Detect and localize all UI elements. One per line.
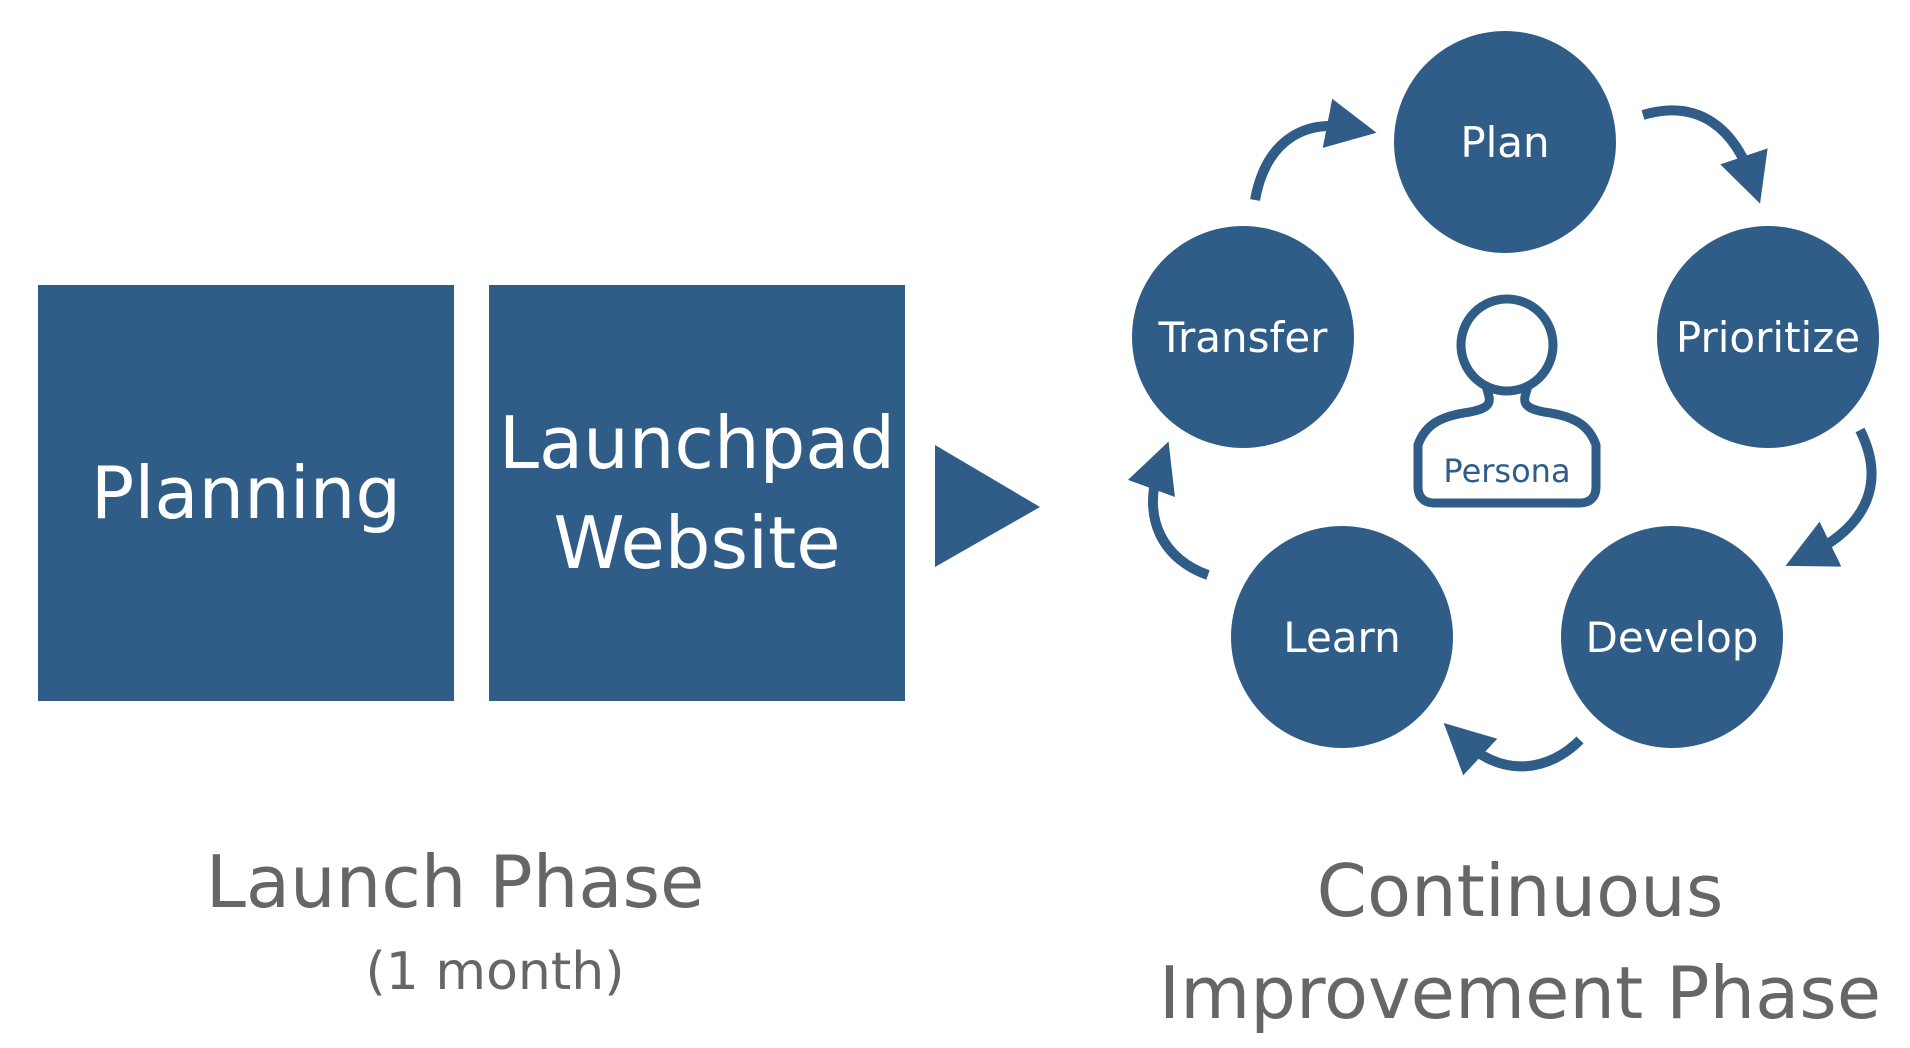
prioritize-label: Prioritize [1676, 313, 1860, 362]
cycle-node-plan: Plan [1394, 31, 1616, 253]
plan-label: Plan [1460, 118, 1549, 167]
launchpad-label-line-1: Launchpad [498, 401, 896, 485]
develop-label: Develop [1586, 613, 1759, 662]
launchpad-label-line-2: Website [553, 501, 841, 585]
cycle-arrow-learn-to-transfer [1127, 441, 1210, 580]
cycle-node-prioritize: Prioritize [1657, 226, 1879, 448]
launch-phase-title: Launch Phase [205, 840, 705, 924]
improvement-title-line-1: Continuous [1316, 849, 1724, 933]
cycle-arrow-develop-to-learn [1443, 722, 1584, 776]
cycle-arrow-transfer-to-plan [1250, 98, 1377, 201]
persona-icon: Persona [1413, 294, 1601, 508]
arrow-head-shape [935, 445, 1040, 567]
improvement-title-line-2: Improvement Phase [1158, 951, 1882, 1035]
cycle-arrow-plan-to-prioritize [1641, 105, 1768, 204]
persona-label: Persona [1443, 452, 1570, 490]
cycle-arrow-prioritize-to-develop [1785, 427, 1877, 567]
improvement-phase-title: Continuous Improvement Phase [1140, 840, 1900, 1044]
planning-label: Planning [90, 451, 402, 535]
cycle-node-develop: Develop [1561, 526, 1783, 748]
planning-box: Planning [38, 285, 454, 701]
launchpad-website-box: Launchpad Website [489, 285, 905, 701]
cycle-node-learn: Learn [1231, 526, 1453, 748]
launch-phase-duration: (1 month) [365, 942, 625, 1002]
learn-label: Learn [1283, 613, 1400, 662]
phase-transition-arrow [935, 445, 1040, 567]
transfer-label: Transfer [1158, 313, 1329, 362]
cycle-node-transfer: Transfer [1132, 226, 1354, 448]
